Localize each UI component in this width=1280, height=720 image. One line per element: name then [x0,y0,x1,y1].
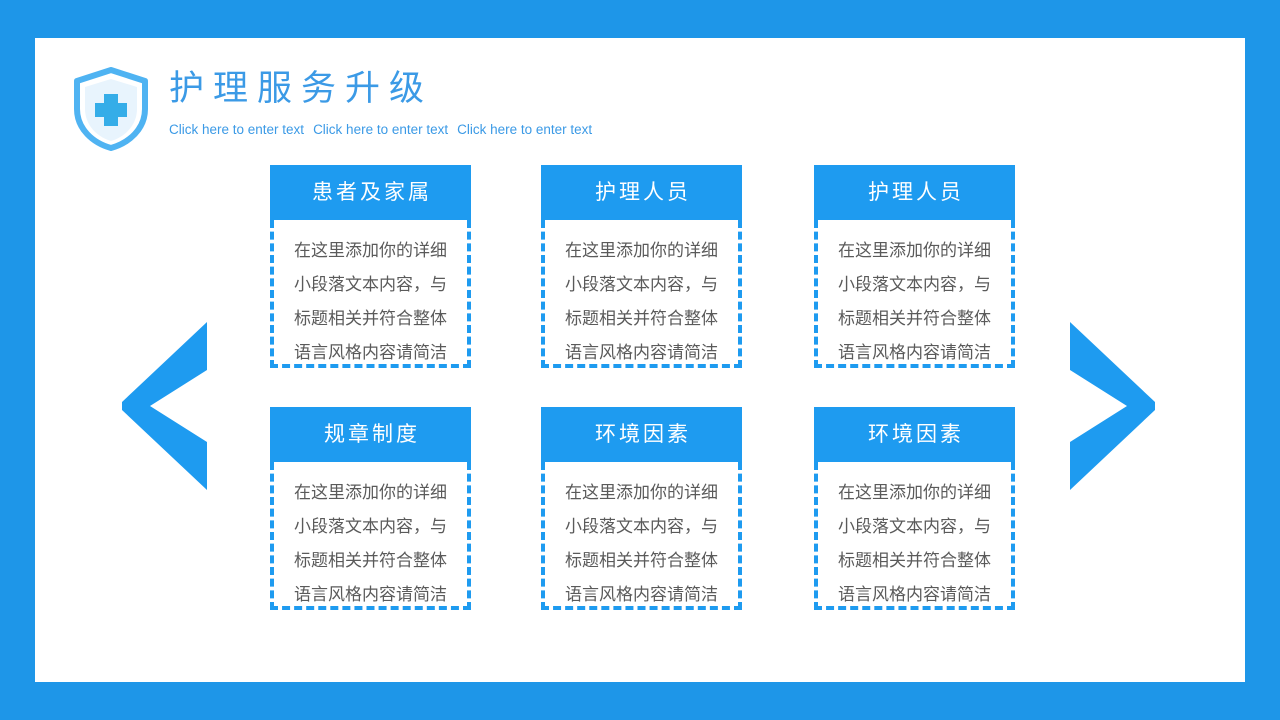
card-body-line: 在这里添加你的详细 [838,483,991,502]
card-body: 在这里添加你的详细 小段落文本内容，与 标题相关并符合整体 语言风格内容请简洁 [541,220,742,368]
card-body-line: 标题相关并符合整体 [565,309,718,328]
page-subtitle: Click here to enter text Click here to en… [169,119,592,140]
card-environment-factors-middle[interactable]: 环境因素 在这里添加你的详细 小段落文本内容，与 标题相关并符合整体 语言风格内… [541,407,742,610]
card-body-line: 在这里添加你的详细 [838,241,991,260]
card-body: 在这里添加你的详细 小段落文本内容，与 标题相关并符合整体 语言风格内容请简洁 [270,220,471,368]
card-body-line: 在这里添加你的详细 [565,241,718,260]
subtitle-segment-2[interactable]: Click here to enter text [313,122,449,137]
chevron-right-icon [1070,322,1155,490]
chevron-left-icon [122,322,207,490]
page-title: 护理服务升级 [169,69,434,108]
card-title: 患者及家属 [270,165,471,220]
card-body-line: 小段落文本内容，与 [838,275,991,294]
card-patients-and-family[interactable]: 患者及家属 在这里添加你的详细 小段落文本内容，与 标题相关并符合整体 语言风格… [270,165,471,368]
card-body-line: 小段落文本内容，与 [565,275,718,294]
card-rules-and-regulations[interactable]: 规章制度 在这里添加你的详细 小段落文本内容，与 标题相关并符合整体 语言风格内… [270,407,471,610]
card-body-line: 标题相关并符合整体 [294,309,447,328]
card-body-line: 语言风格内容请简洁 [565,343,718,362]
card-body-line: 小段落文本内容，与 [838,517,991,536]
card-title: 规章制度 [270,407,471,462]
card-body-line: 在这里添加你的详细 [565,483,718,502]
card-body-line: 语言风格内容请简洁 [294,343,447,362]
card-body-line: 小段落文本内容，与 [294,275,447,294]
card-nursing-staff-right[interactable]: 护理人员 在这里添加你的详细 小段落文本内容，与 标题相关并符合整体 语言风格内… [814,165,1015,368]
card-body-line: 小段落文本内容，与 [294,517,447,536]
card-body-line: 标题相关并符合整体 [838,551,991,570]
card-body: 在这里添加你的详细 小段落文本内容，与 标题相关并符合整体 语言风格内容请简洁 [541,462,742,610]
card-body-line: 标题相关并符合整体 [294,551,447,570]
card-body: 在这里添加你的详细 小段落文本内容，与 标题相关并符合整体 语言风格内容请简洁 [270,462,471,610]
subtitle-segment-1[interactable]: Click here to enter text [169,122,305,137]
card-body-line: 在这里添加你的详细 [294,241,447,260]
card-body-line: 语言风格内容请简洁 [294,585,447,604]
card-body: 在这里添加你的详细 小段落文本内容，与 标题相关并符合整体 语言风格内容请简洁 [814,220,1015,368]
card-body-line: 标题相关并符合整体 [838,309,991,328]
card-body: 在这里添加你的详细 小段落文本内容，与 标题相关并符合整体 语言风格内容请简洁 [814,462,1015,610]
card-grid: 患者及家属 在这里添加你的详细 小段落文本内容，与 标题相关并符合整体 语言风格… [270,165,1015,675]
card-nursing-staff-middle[interactable]: 护理人员 在这里添加你的详细 小段落文本内容，与 标题相关并符合整体 语言风格内… [541,165,742,368]
card-body-line: 语言风格内容请简洁 [565,585,718,604]
subtitle-segment-3[interactable]: Click here to enter text [457,122,593,137]
card-environment-factors-right[interactable]: 环境因素 在这里添加你的详细 小段落文本内容，与 标题相关并符合整体 语言风格内… [814,407,1015,610]
card-title: 护理人员 [541,165,742,220]
card-body-line: 标题相关并符合整体 [565,551,718,570]
card-body-line: 在这里添加你的详细 [294,483,447,502]
card-title: 环境因素 [814,407,1015,462]
card-title: 护理人员 [814,165,1015,220]
card-body-line: 小段落文本内容，与 [565,517,718,536]
card-body-line: 语言风格内容请简洁 [838,343,991,362]
card-body-line: 语言风格内容请简洁 [838,585,991,604]
shield-cross-icon [71,67,151,151]
card-title: 环境因素 [541,407,742,462]
